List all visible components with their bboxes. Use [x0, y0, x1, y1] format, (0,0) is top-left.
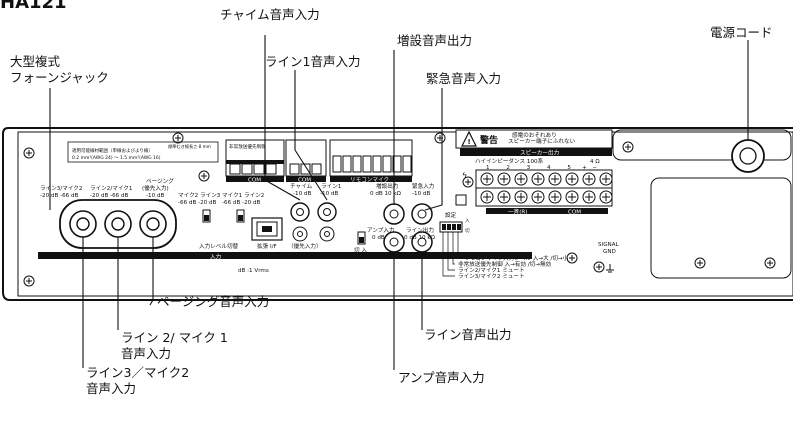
screw-icon: [566, 252, 578, 264]
terminal-numbers: 1 2 3 4 5 + −: [486, 165, 597, 171]
line1-label: ライン1-10 dB: [320, 183, 342, 197]
priority-label: （優先入力）: [288, 242, 322, 250]
impedance-label: ハイインピーダンス 100系: [475, 157, 544, 165]
setting-line-4: ライン3/マイク2 ミュート: [458, 273, 525, 280]
callout-paging-in: ページング音声入力: [157, 294, 270, 309]
settings-dip-switch[interactable]: [439, 221, 463, 233]
strip-length-text: 標準むき線長さ 8 mm: [168, 143, 211, 150]
jack-line2-mic1[interactable]: [104, 210, 132, 238]
speaker-terminal-screws[interactable]: [480, 172, 613, 186]
level-switch-2[interactable]: [236, 209, 245, 223]
speaker-output-block[interactable]: スピーカー出力 ハイインピーダンス 100系 4 Ω 1 2 3 4 5 + −: [460, 148, 613, 216]
callout-chime-in: チャイム音声入力: [220, 7, 320, 22]
screw-icon: [23, 147, 35, 159]
callout-power-cord: 電源コード: [710, 25, 773, 40]
terminal-block-com-2[interactable]: COM: [285, 139, 327, 184]
callout-line-out: ライン音声出力: [424, 327, 512, 342]
callout-ext-out: 増設音声出力: [397, 33, 473, 48]
input-strip-label: 入力: [210, 253, 222, 261]
setting-line-3: ライン2/マイク1 ミュート: [458, 267, 525, 274]
callout-line2-mic1: ライン 2/ マイク 1 音声入力: [121, 330, 228, 361]
mid-label-1: マイク2 ライン3 -66 dB -20 dB: [178, 192, 222, 206]
level-switch-1[interactable]: [202, 209, 211, 223]
com-label-2: COM: [298, 178, 311, 184]
bolt-icon: ϟ: [462, 171, 467, 180]
callout-emergency-in: 緊急音声入力: [426, 71, 502, 86]
jack-label-3: ページング (優先入力) -10 dB: [142, 177, 176, 199]
switch-labels: 切 入: [354, 247, 367, 254]
callout-amp-in: アンプ音声入力: [398, 370, 485, 385]
jack-paging[interactable]: [139, 210, 167, 238]
callout-line1-in: ライン1音声入力: [265, 54, 361, 69]
screw-icon: [172, 132, 184, 144]
chime-label: チャイム-10 dB: [290, 183, 313, 197]
speaker-out-label: スピーカー出力: [520, 149, 560, 157]
switch-notes: (増設時) (通常時): [348, 253, 384, 260]
emergency-jack[interactable]: [411, 203, 433, 225]
screw-icon: [434, 132, 446, 144]
low-imp-label: 4 Ω: [590, 159, 600, 165]
ground-icon: [606, 264, 614, 273]
mid-label-2: マイク1 ライン2 -66 dB -20 dB: [222, 192, 266, 206]
cable-spec-box: 適用可能線材範囲（単線およびより線） 0.2 mm²(AWG 24) ～ 1.5…: [67, 141, 219, 163]
priority-jack[interactable]: [292, 226, 335, 242]
signal-gnd-terminal[interactable]: [593, 261, 605, 273]
settings-lines: [442, 232, 462, 277]
screw-icon: [694, 257, 706, 269]
warning-text: 感電のおそれありスピーカー端子にふれない: [508, 131, 576, 145]
com-label-1: COM: [248, 178, 261, 184]
terminal-block-remote-mic[interactable]: リモコンマイク: [329, 139, 413, 184]
svg-text:!: !: [468, 138, 471, 146]
jack-label-2: ライン2/マイク1 -20 dB -66 dB: [90, 185, 134, 199]
amp-in-jack[interactable]: [383, 231, 405, 253]
callout-line3-mic2: ライン3／マイク2 音声入力: [86, 365, 190, 396]
screw-icon: [462, 176, 474, 188]
emergency-label: 緊急入力-10 dB: [412, 182, 435, 197]
power-cord[interactable]: [731, 139, 765, 173]
leader-lines: [49, 35, 749, 370]
interface-label: 拡張 I/F: [257, 242, 277, 250]
screw-icon: [198, 170, 210, 182]
screw-icon: [764, 257, 776, 269]
ext-out-jack[interactable]: [383, 203, 405, 225]
screw-icon: [622, 141, 634, 153]
model-title: HA121: [0, 0, 67, 13]
cable-spec-text: 適用可能線材範囲（単線およびより線）: [72, 147, 153, 154]
callout-large-jack: 大型複式 フォーンジャック: [10, 54, 109, 85]
dip-on-off-2: 切: [465, 227, 470, 234]
remote-mic-label: リモコンマイク: [350, 177, 389, 184]
com2-label: COM: [568, 210, 581, 216]
jack-line3-mic2[interactable]: [69, 210, 97, 238]
emergency-block-label: 非常放送優先制御: [229, 143, 266, 150]
setting-line-1: リモコンマイク入力レベル 入→大 /切→小: [464, 254, 569, 262]
setting-line-2: 非常放送優先制御 入→有効 /切→無効: [458, 260, 552, 268]
level-switch-label: 入力レベル切替: [199, 242, 239, 250]
warning-word: 警告: [480, 134, 498, 146]
dbv-note: dB :1 Vrms: [238, 268, 269, 274]
speaker-spare-slot: [455, 194, 467, 206]
screw-icon: [23, 275, 35, 287]
wire-gauge-text: 0.2 mm²(AWG 24) ～ 1.5 mm²(AWG 16): [72, 155, 161, 161]
chime-jack[interactable]: [290, 202, 310, 222]
line1-jack[interactable]: [317, 202, 337, 222]
terminal-block-com[interactable]: COM 非常放送優先制御: [225, 139, 285, 184]
input-strip: 入力 dB :1 Vrms: [38, 252, 532, 274]
dip-on-off: 入: [465, 218, 470, 224]
settings-label: 設定: [445, 211, 457, 219]
bridge-switch[interactable]: [357, 231, 366, 245]
jack-label-1: ライン3/マイク2 -20 dB -66 dB: [40, 185, 84, 199]
warning-label: ! 警告 感電のおそれありスピーカー端子にふれない: [455, 129, 613, 149]
expansion-interface-port[interactable]: [251, 217, 283, 241]
hv-com-label: 一斉(R): [508, 208, 527, 216]
